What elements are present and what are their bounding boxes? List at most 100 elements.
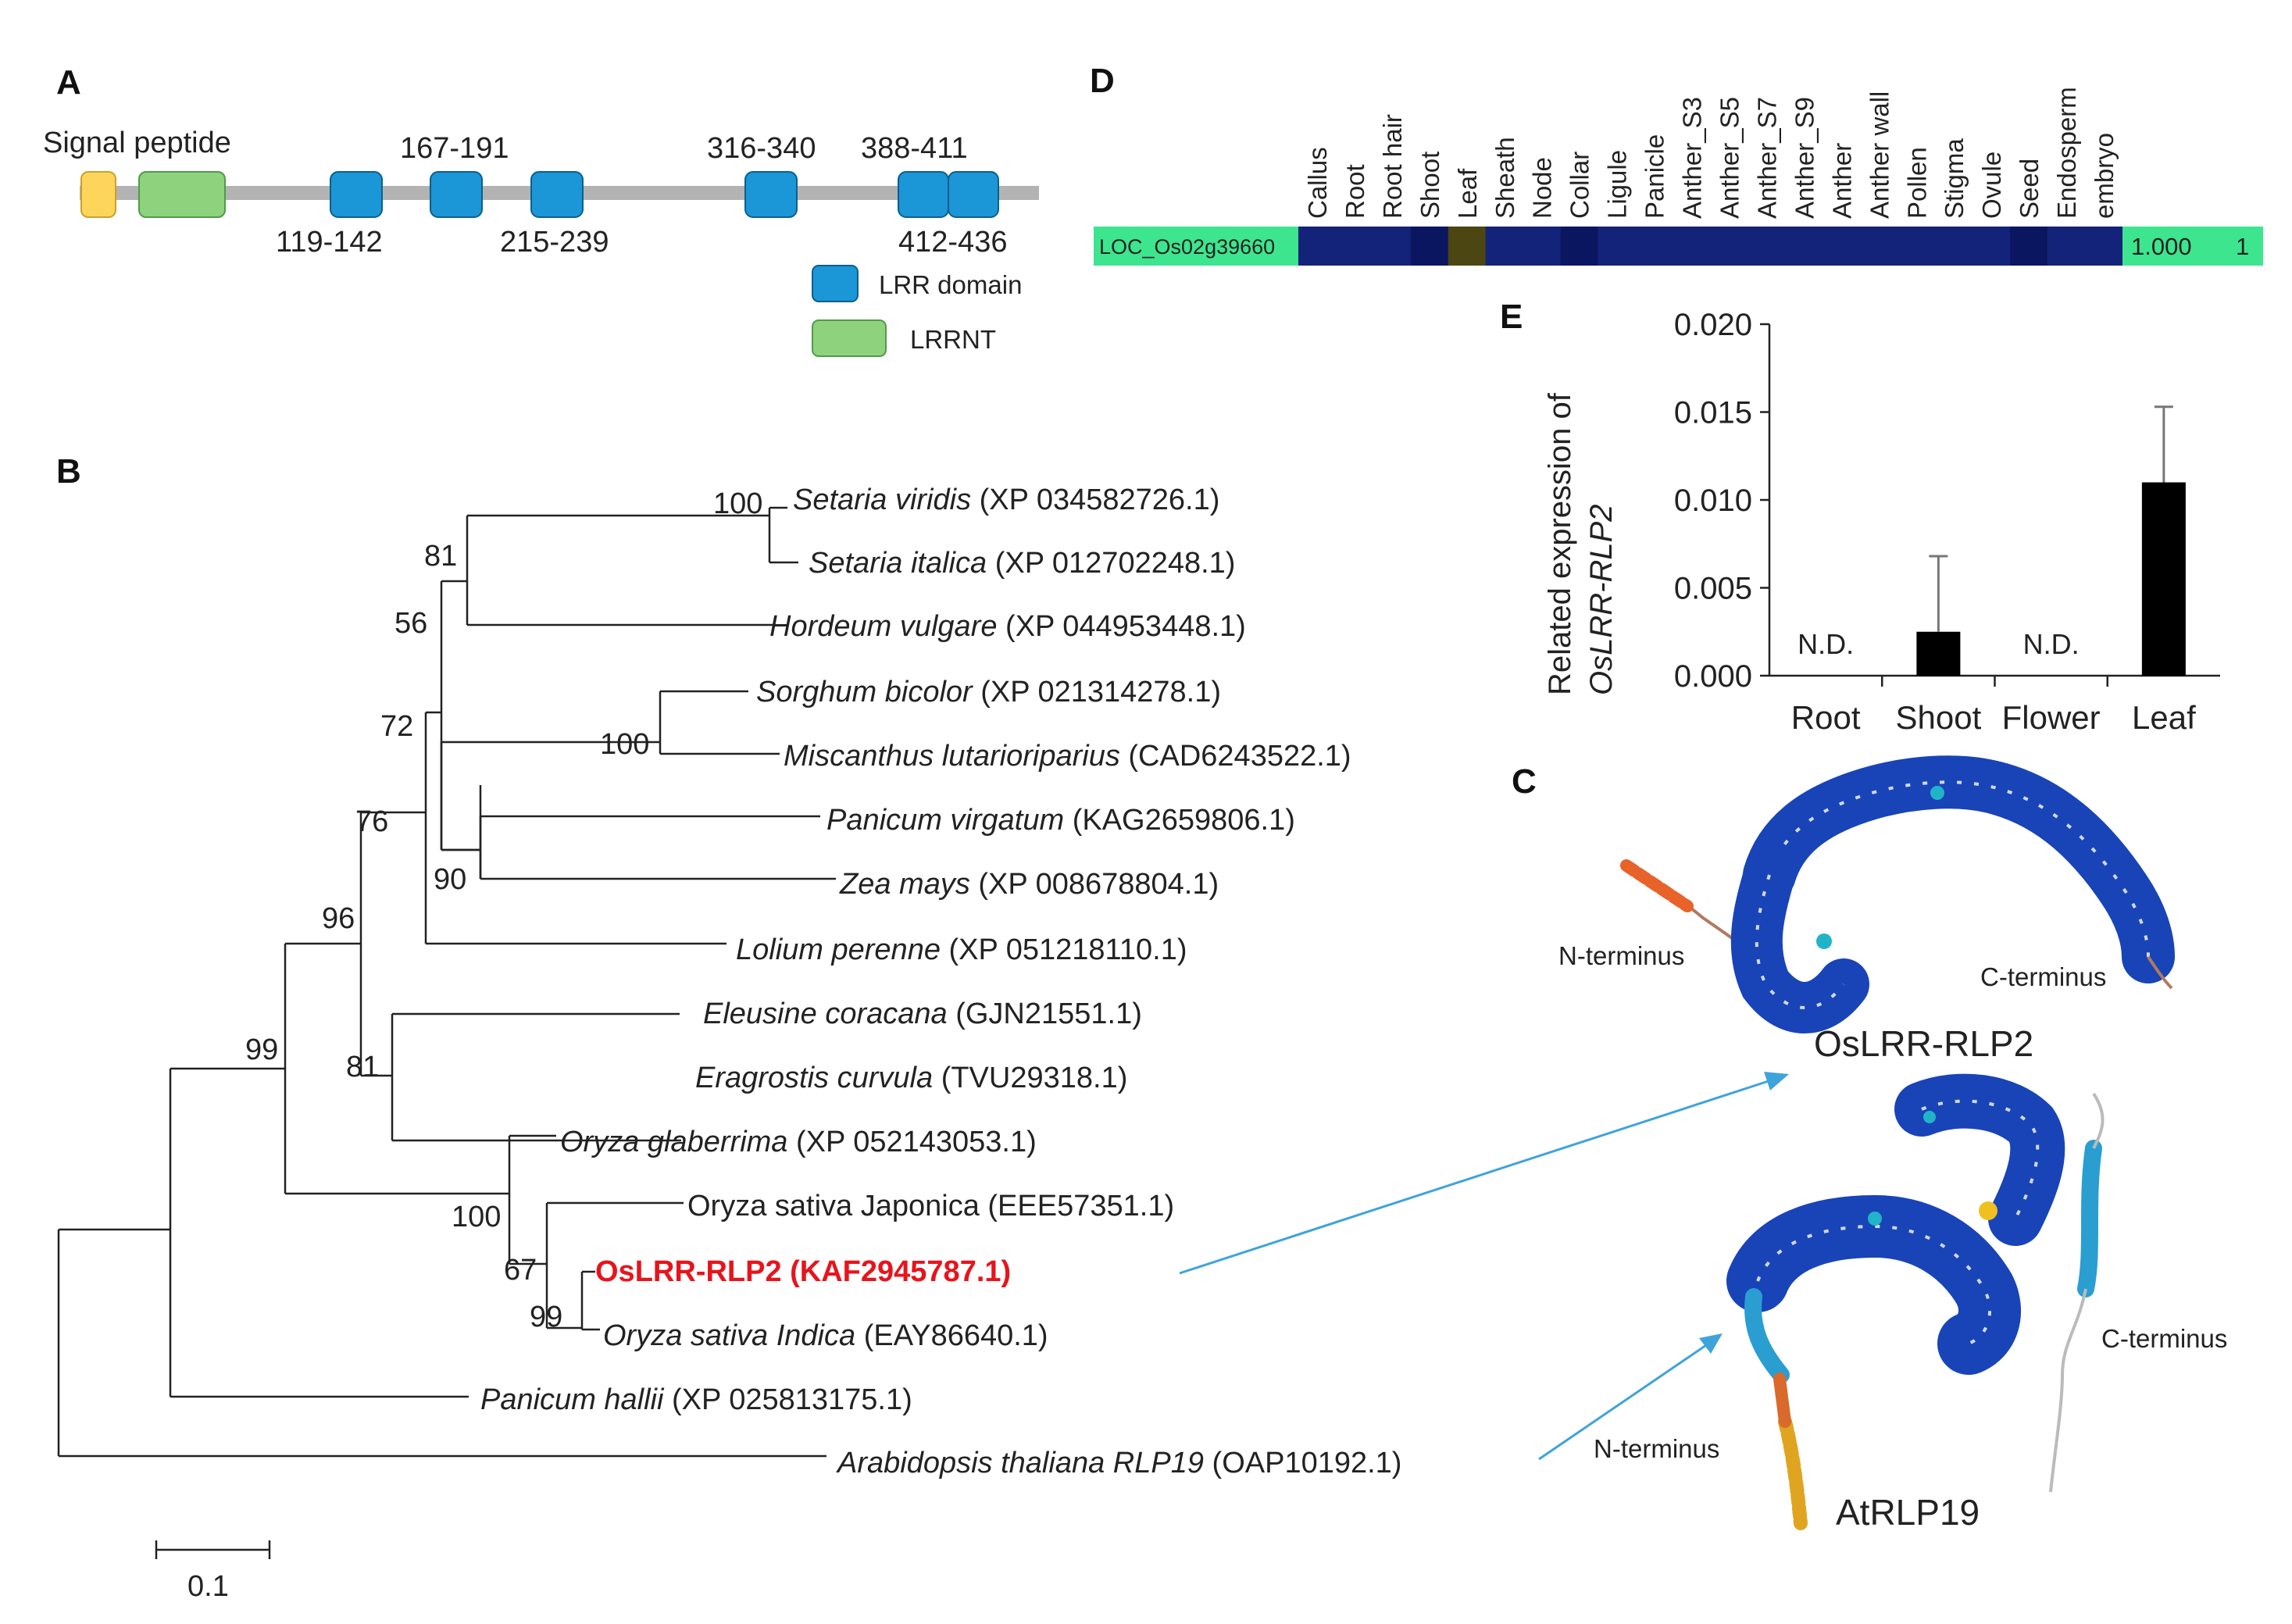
bootstrap-label: 81 <box>346 1051 379 1083</box>
tissue-label: Anther <box>1827 143 1856 219</box>
heatmap-cell <box>1710 227 1748 266</box>
panel-b: B <box>56 452 1789 1603</box>
x-tick-label: Flower <box>2002 699 2101 736</box>
tissue-label: Stigma <box>1940 138 1969 219</box>
gene-id-label: LOC_Os02g39660 <box>1099 235 1275 259</box>
y-tick-label: 0.000 <box>1674 659 1752 694</box>
y-axis-label-line1: Related expression of <box>1543 392 1577 695</box>
tissue-label: Collar <box>1565 152 1594 219</box>
bootstrap-label: 100 <box>713 487 762 520</box>
lrr-range-label: 215-239 <box>500 226 609 259</box>
taxon-label: Arabidopsis thaliana RLP19 (OAP10192.1) <box>836 1447 1401 1479</box>
heatmap-cell <box>1485 227 1523 266</box>
heatmap-cell <box>1523 227 1561 266</box>
legend-lrrnt-label: LRRNT <box>910 325 996 354</box>
lrrnt-box <box>138 171 226 218</box>
y-tick-label: 0.015 <box>1674 396 1752 430</box>
tissue-label: Callus <box>1303 147 1332 219</box>
tissue-label: Anther_S9 <box>1790 97 1819 219</box>
y-axis-label-line2: OsLRR-RLP2 <box>1584 504 1619 695</box>
lrr-range-label: 412-436 <box>898 226 1007 259</box>
tissue-label: Anther_S5 <box>1715 97 1744 219</box>
taxon-label: Setaria viridis (XP 034582726.1) <box>793 484 1219 516</box>
tissue-label: Anther wall <box>1865 91 1894 219</box>
taxon-label: Oryza sativa Indica (EAY86640.1) <box>603 1319 1048 1352</box>
scale-bar-label: 0.1 <box>187 1570 229 1603</box>
lrr-box-412-436 <box>948 171 999 218</box>
tissue-label: Root hair <box>1378 114 1407 219</box>
bootstrap-label: 56 <box>394 607 427 640</box>
heatmap-cell <box>1298 227 1336 266</box>
heatmap-cell <box>1823 227 1861 266</box>
taxon-label: Eleusine coracana (GJN21551.1) <box>703 998 1142 1030</box>
panel-a: A Signal peptide 119-142 167-191 215-239… <box>43 63 1039 357</box>
signal-peptide-box <box>80 171 116 218</box>
heatmap-cell <box>1410 227 1448 266</box>
value-cell <box>2122 227 2263 266</box>
taxon-label: Hordeum vulgare (XP 044953448.1) <box>769 610 1246 643</box>
heatmap-cell <box>1972 227 2011 266</box>
panel-c: C N-terminus C-terminus OsLRR-RLP2 <box>1512 755 2227 1533</box>
lrr-box-215-239 <box>530 171 584 218</box>
arrowhead <box>1764 1072 1789 1090</box>
heatmap-cell <box>1898 227 1936 266</box>
tissue-label: Pollen <box>1902 147 1931 219</box>
tissue-label: Anther_S3 <box>1678 97 1707 219</box>
arrow-to-atrlp19-structure <box>1538 1340 1712 1461</box>
lrr-box-388-411 <box>898 171 949 218</box>
bootstrap-label: 72 <box>380 710 413 743</box>
bootstrap-label: 100 <box>600 728 649 761</box>
heatmap-cell <box>1448 227 1486 266</box>
not-detected-label: N.D. <box>2023 628 2080 660</box>
panel-letter-e: E <box>1500 298 1523 336</box>
panel-e: E Related expression of OsLRR-RLP2 0.000… <box>1500 298 2220 736</box>
legend-lrrnt-swatch <box>812 319 887 357</box>
taxon-label: Zea mays (XP 008678804.1) <box>839 868 1219 901</box>
heatmap-value: 1.000 <box>2131 233 2192 260</box>
tissue-label: Seed <box>2015 159 2044 219</box>
taxon-label: Eragrostis curvula (TVU29318.1) <box>695 1062 1127 1094</box>
taxon-label: Setaria italica (XP 012702248.1) <box>809 547 1235 580</box>
heatmap-cell <box>1560 227 1598 266</box>
taxon-label: Oryza sativa Japonica (EEE57351.1) <box>687 1190 1174 1222</box>
heatmap-cell <box>1635 227 1673 266</box>
heatmap-cell <box>2047 227 2086 266</box>
tissue-label: Ovule <box>1977 152 2006 219</box>
heatmap-cell <box>1785 227 1823 266</box>
legend-lrr-label: LRR domain <box>879 270 1022 299</box>
bootstrap-label: 76 <box>355 805 388 838</box>
x-tick-label: Root <box>1791 699 1861 736</box>
oslrr-rlp2-structure <box>1620 755 2175 1033</box>
taxon-label: Panicum virgatum (KAG2659806.1) <box>826 804 1295 837</box>
signal-peptide-label: Signal peptide <box>43 127 231 159</box>
bootstrap-label: 67 <box>504 1254 537 1287</box>
tree-branches-clean <box>57 506 836 1458</box>
y-tick-label: 0.010 <box>1674 484 1752 518</box>
taxon-label: Lolium perenne (XP 051218110.1) <box>736 933 1187 966</box>
bootstrap-label: 81 <box>424 540 457 573</box>
lrr-range-label: 167-191 <box>400 132 509 165</box>
legend-lrr-swatch <box>812 265 859 302</box>
x-tick-label: Leaf <box>2132 699 2196 736</box>
heatmap-rank: 1 <box>2236 233 2249 260</box>
taxon-label: Sorghum bicolor (XP 021314278.1) <box>756 676 1221 708</box>
y-tick-label: 0.005 <box>1674 572 1752 606</box>
bar <box>1916 631 1961 676</box>
lrr-range-label: 316-340 <box>707 132 816 165</box>
tissue-label: Leaf <box>1453 168 1482 219</box>
y-tick-label: 0.020 <box>1674 308 1752 342</box>
bootstrap-label: 99 <box>530 1301 562 1333</box>
heatmap-cell <box>1673 227 1711 266</box>
heatmap-cell <box>1598 227 1636 266</box>
lrr-range-label: 119-142 <box>276 226 383 259</box>
x-tick-label: Shoot <box>1895 699 1981 736</box>
bootstrap-label: 96 <box>322 902 355 935</box>
tissue-label: Endosperm <box>2052 87 2081 219</box>
tissue-label: Anther_S7 <box>1752 97 1781 219</box>
panel-letter-b: B <box>56 452 81 491</box>
lrr-box-167-191 <box>430 171 483 218</box>
tissue-label: embryo <box>2090 133 2119 219</box>
